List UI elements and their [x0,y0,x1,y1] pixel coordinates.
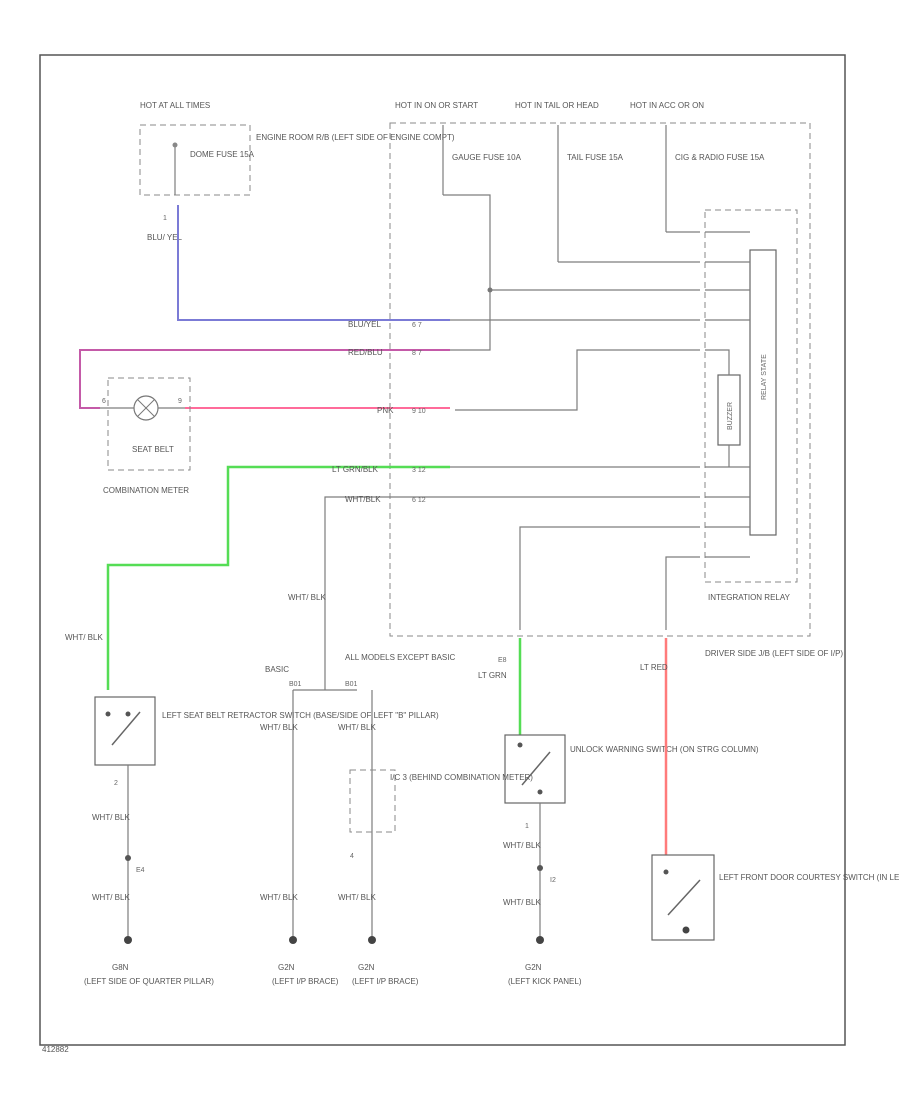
meter-pin-left: 6 [102,398,106,405]
wht-blk-wire [324,496,450,690]
seatbelt-switch-box [94,696,156,766]
meter-pin-right: 9 [178,398,182,405]
lt-grn-blk-wire [106,465,450,690]
gauge-fuse-label: GAUGE FUSE 10A [452,153,522,162]
gauge-to-red-blu [443,194,491,351]
relay-ic [749,249,777,536]
dome-fuse-label: DOME FUSE 15A [190,150,255,159]
combination-meter-label: COMBINATION METER [103,486,189,495]
ground-g2n-other [368,936,376,944]
unlock-to-relay [519,526,700,630]
door-wire-label: LT RED [640,663,668,672]
splice-i2 [537,865,543,871]
buzzer-label: BUZZER [727,402,734,430]
unlock-ground-label: G2N [525,963,542,972]
combination-meter-box [107,377,191,471]
seatbelt-ground-location: (LEFT SIDE OF QUARTER PILLAR) [84,977,214,986]
basic-ground-label: G2N [278,963,295,972]
unlock-switch-box [504,734,566,804]
all-conn: B01 [345,681,358,688]
basic-label: BASIC [265,665,289,674]
unlock-ground-location: (LEFT KICK PANEL) [508,977,582,986]
feed-label-tail: HOT IN TAIL OR HEAD [515,101,599,110]
door-switch-ground [682,926,690,934]
feed-label-cig: HOT IN ACC OR ON [630,101,704,110]
unlock-wire-label: LT GRN [478,671,507,680]
ground-g2n-basic [289,936,297,944]
seatbelt-ground-label: G8N [112,963,129,972]
engine-room-rb-label: ENGINE ROOM R/B (LEFT SIDE OF ENGINE COM… [256,133,455,142]
basic-wire-label: WHT/ BLK [260,723,298,732]
pin-wht-blk: 6 12 [412,497,426,504]
relay-ic-label: RELAY STATE [761,354,768,400]
unlock-wire-bottom-2: WHT/ BLK [503,898,541,907]
seatbelt-wire-bottom-2: WHT/ BLK [92,893,130,902]
other-ground-location: (LEFT I/P BRACE) [352,977,419,986]
diagram-id: 412882 [42,1045,69,1054]
driver-side-jb-label: DRIVER SIDE J/B (LEFT SIDE OF I/P) [705,649,843,658]
pin-red-blu: 8 7 [412,350,422,357]
integration-relay-box [704,209,798,583]
other-wire-label: WHT/ BLK [338,723,376,732]
wire-label-lt-grn-blk: LT GRN/BLK [332,465,379,474]
other-wire-label-2: WHT/ BLK [338,893,376,902]
seat-belt-label: SEAT BELT [132,445,174,454]
basic-wire-label-2: WHT/ BLK [260,893,298,902]
door-switch-label: LEFT FRONT DOOR COURTESY SWITCH (IN LEFT… [719,873,900,882]
ic3-box [349,769,396,833]
unlock-wire-bottom: WHT/ BLK [503,841,541,850]
seatbelt-wire-top: WHT/ BLK [65,633,103,642]
wire-label-blu-yel: BLU/YEL [348,320,381,329]
cig-fuse-label: CIG & RADIO FUSE 15A [675,153,765,162]
unlock-conn: E8 [498,657,507,664]
fuse-pin: 1 [163,215,167,222]
red-blu-wire [79,349,450,409]
seatbelt-switch-label: LEFT SEAT BELT RETRACTOR SWITCH (BASE/SI… [162,711,439,720]
door-to-relay [665,556,700,630]
wire-label-wht-blk: WHT/BLK [345,495,381,504]
relay-pin-connections [705,231,750,558]
engine-room-rb-box [139,124,251,196]
wire-label-red-blu: RED/BLU [348,348,383,357]
all-models-label: ALL MODELS EXCEPT BASIC [345,653,455,662]
unlock-splice-label: I2 [550,877,556,884]
ground-g8n [124,936,132,944]
door-switch-box [651,854,715,941]
door-switch-contact [667,879,701,916]
integration-relay-label: INTEGRATION RELAY [708,593,791,602]
feed-label-gauge: HOT IN ON OR START [395,101,478,110]
pin-pnk: 9 10 [412,408,426,415]
seatbelt-splice-label: E4 [136,867,145,874]
ground-g2n-kick [536,936,544,944]
hot-at-all-times-label: HOT AT ALL TIMES [140,101,210,110]
driver-side-jb-box [389,122,811,637]
unlock-switch-label: UNLOCK WARNING SWITCH (ON STRG COLUMN) [570,745,759,754]
seatbelt-switch-contact [111,711,141,746]
blu-yel-wire [177,205,450,321]
wire-label-pnk: PNK [377,406,394,415]
other-ground-label: G2N [358,963,375,972]
ic3-pin: 4 [350,853,354,860]
splice-e4 [125,855,131,861]
pin-blu-yel: 6 7 [412,322,422,329]
ic3-label: I/C 3 (BEHIND COMBINATION METER) [390,773,533,782]
unlock-switch-contact [521,751,551,786]
seatbelt-wire-bottom-1: WHT/ BLK [92,813,130,822]
seatbelt-pin: 2 [114,780,118,787]
basic-conn: B01 [289,681,302,688]
tail-fuse-label: TAIL FUSE 15A [567,153,624,162]
dome-wire-label: BLU/ YEL [147,233,183,242]
diagram-frame [39,54,846,1046]
pin-lt-grn-blk: 3 12 [412,467,426,474]
center-wire-top: WHT/ BLK [288,593,326,602]
unlock-pin: 1 [525,823,529,830]
fuse-node [172,142,178,148]
pnk-to-relay [455,349,700,411]
basic-ground-location: (LEFT I/P BRACE) [272,977,339,986]
